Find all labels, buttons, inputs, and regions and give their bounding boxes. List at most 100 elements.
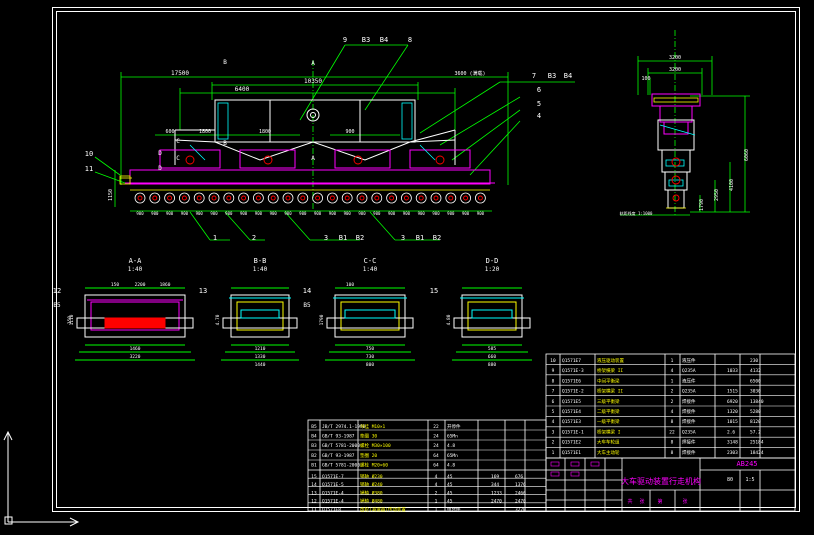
parts-cell: 焊接件 [682,408,696,415]
section-mark: D [158,165,162,172]
side-view [620,30,750,216]
section-dim-bottom: 1210 [255,346,266,352]
parts-cell: 焊接件 [682,439,696,446]
section-item-no: 13 [199,287,207,295]
dim-wheel-spacing: 900 [477,211,485,216]
section-item-no: 12 [53,287,61,295]
section-dim-bottom: 585 [488,346,496,352]
std-part-cell: B5 [311,424,317,430]
parts-cell: 4 [671,368,674,374]
parts-cell: 10 [550,358,556,364]
section-c-c [325,287,415,361]
parts-cell: 焊接件 [682,398,696,405]
parts-cell: 2 [671,389,674,395]
section-title: D-D [486,257,499,265]
section-item-no: 14 [303,287,311,295]
section-dim-side: 1110 [69,314,75,325]
section-dim-bottom: 1330 [255,354,266,360]
parts-cell: 中间平衡梁 [597,377,620,384]
callout-bottom: B2 [433,234,441,242]
wheel-hub [344,195,350,201]
parts-cell: Q1571E1 [562,450,581,456]
section-dim-bottom: 730 [366,354,374,360]
std-part-cell: B3 [311,443,317,449]
parts-cell: 6 [552,399,555,405]
section-title: A-A [129,257,142,265]
title-block-mark [590,461,600,467]
section-dim-bottom: 1460 [130,346,141,352]
dim-height: 1150 [108,189,114,201]
dim-wheel-spacing: 900 [270,211,278,216]
std-part-cell: B1 [311,462,317,468]
wheel [164,192,176,204]
title-block-mark [550,461,560,467]
wheel [474,192,486,204]
parts-cell: 57.2 [750,429,761,435]
wheel [400,192,412,204]
parts-cell: 1 [671,378,674,384]
dim-wheel-spacing: 900 [358,211,366,216]
dim-6400: 6400 [235,86,250,93]
section-dim-top: 100 [346,282,354,288]
callout-right: 4 [537,112,541,120]
parts-cell: 5 [552,409,555,415]
part-cell: 销轴 Ø240 [360,481,383,488]
wheel-hub [152,195,158,201]
part-cell: 14 [311,482,317,488]
section-dim-side: 4.80 [446,314,452,325]
section-dim-top: 1860 [160,282,171,288]
parts-cell: 1515 [727,389,738,395]
parts-cell: 1 [552,450,555,456]
part-cell: 组合件 [447,506,461,513]
parts-cell: 13840 [750,399,764,405]
dim-wheel-spacing: 900 [210,211,218,216]
wheel-hub [270,195,276,201]
section-a-a [75,287,195,361]
pivot-pin [263,155,273,165]
section-dim-top: 150 [111,282,119,288]
std-part-cell: 64 [433,462,439,468]
dim-wheel-spacing: 900 [462,211,470,216]
section-shape [453,317,531,329]
std-part-cell: B4 [311,434,317,440]
part-cell: 销轴 Ø380 [360,489,383,496]
wheel [267,192,279,204]
section-dim-side: 150 [67,316,73,324]
parts-cell: 3 [552,429,555,435]
section-shape [471,309,513,319]
part-cell: 13 [311,490,317,496]
parts-cell: 4 [552,419,555,425]
part-cell: 2 [435,490,438,496]
parts-cell: 桥架横梁 I [597,428,621,435]
dim-wheel-spacing: 900 [344,211,352,216]
parts-cell: 桥架横梁 II [597,388,623,395]
main-elevation-view [94,44,575,241]
parts-cell: 大车主动轮 [597,449,620,456]
callout-right: B4 [564,72,572,80]
parts-cell: Q1571E3 [562,419,581,425]
section-dim-side: 4.70 [215,314,221,325]
wheel-hub [211,195,217,201]
callout-bottom: 2 [252,234,256,242]
callout-bottom: 1 [213,234,217,242]
part-cell: 169 [491,474,499,480]
parts-cell: 液压驱动装置 [597,357,624,364]
part-cell: 1 [435,507,438,513]
callout-top: B4 [380,36,388,44]
parts-cell: 1015 [727,419,738,425]
part-cell: 45 [447,474,453,480]
wheel [341,192,353,204]
section-title: C-C [364,257,377,265]
wheel-hub [329,195,335,201]
callout-top: B3 [362,36,370,44]
dim-wheel-spacing: 900 [255,211,263,216]
dim-note: 3600 (满载) [454,70,485,77]
parts-cell: 三级平衡梁 [597,398,620,405]
section-shape [84,294,186,338]
parts-cell: 二级平衡梁 [597,408,620,415]
drawing-frame [52,7,800,512]
pivot-pin [435,155,445,165]
